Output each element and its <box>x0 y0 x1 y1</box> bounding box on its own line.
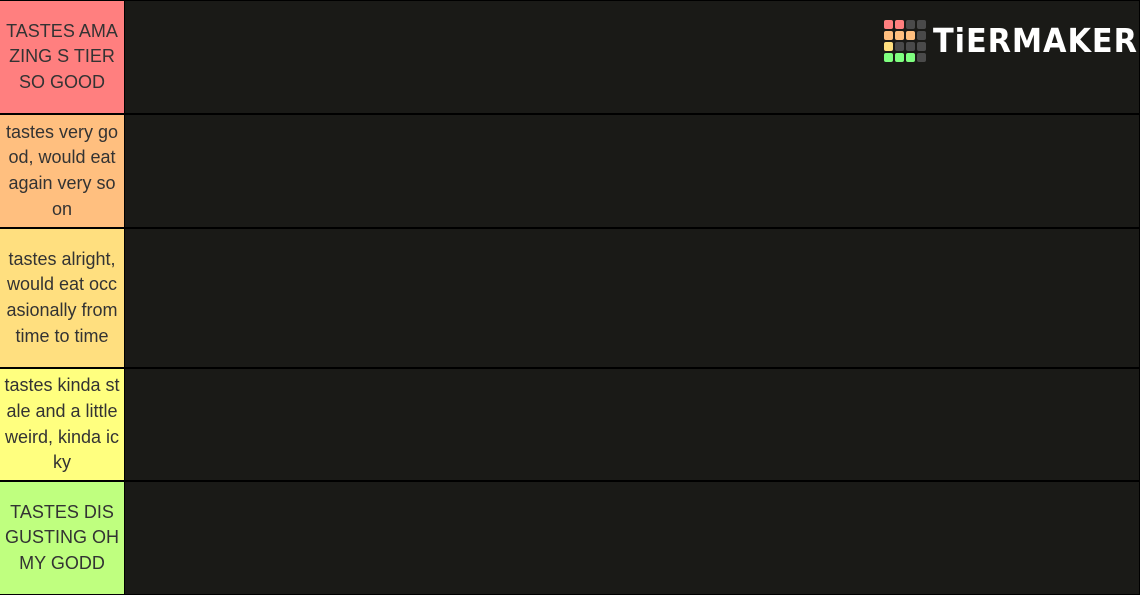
logo-grid-cell <box>917 20 926 29</box>
logo-grid-cell <box>917 42 926 51</box>
tier-drop-area[interactable] <box>125 369 1139 480</box>
tier-row-a: tastes very good, would eat again very s… <box>0 115 1140 227</box>
logo-grid-cell <box>884 53 893 62</box>
tier-drop-area[interactable] <box>125 482 1139 594</box>
logo-grid-cell <box>895 20 904 29</box>
tier-row-d: TASTES DISGUSTING OH MY GODD <box>0 482 1140 594</box>
logo-grid-cell <box>906 31 915 40</box>
logo-grid-cell <box>895 53 904 62</box>
tiermaker-logo-icon <box>884 20 926 62</box>
tier-drop-area[interactable] <box>125 1 1139 113</box>
tiermaker-watermark: TiERMAKER <box>884 20 1140 62</box>
logo-grid-cell <box>906 42 915 51</box>
logo-grid-cell <box>895 42 904 51</box>
tier-label-text: TASTES DISGUSTING OH MY GODD <box>4 501 119 573</box>
logo-grid-cell <box>884 42 893 51</box>
tier-row-c: tastes kinda stale and a little weird, k… <box>0 369 1140 480</box>
logo-grid-cell <box>906 53 915 62</box>
tier-label[interactable]: tastes kinda stale and a little weird, k… <box>0 369 124 480</box>
logo-grid-cell <box>884 31 893 40</box>
tier-label[interactable]: tastes alright, would eat occasionally f… <box>0 229 124 367</box>
tier-row-b: tastes alright, would eat occasionally f… <box>0 229 1140 367</box>
logo-grid-cell <box>906 20 915 29</box>
tier-label[interactable]: TASTES AMAZING S TIER SO GOOD <box>0 1 124 113</box>
tier-label[interactable]: TASTES DISGUSTING OH MY GODD <box>0 482 124 594</box>
tier-label-text: tastes very good, would eat again very s… <box>5 121 119 219</box>
tier-label-text: tastes alright, would eat occasionally f… <box>6 248 118 346</box>
tier-label[interactable]: tastes very good, would eat again very s… <box>0 115 124 227</box>
tier-row-s: TASTES AMAZING S TIER SO GOOD <box>0 1 1140 113</box>
tier-label-text: TASTES AMAZING S TIER SO GOOD <box>6 20 118 92</box>
logo-grid-cell <box>884 20 893 29</box>
logo-grid-cell <box>895 31 904 40</box>
tiermaker-logo-text: TiERMAKER <box>933 21 1138 60</box>
tier-drop-area[interactable] <box>125 229 1139 367</box>
tier-label-text: tastes kinda stale and a little weird, k… <box>4 375 120 473</box>
logo-grid-cell <box>917 53 926 62</box>
tier-drop-area[interactable] <box>125 115 1139 227</box>
logo-grid-cell <box>917 31 926 40</box>
